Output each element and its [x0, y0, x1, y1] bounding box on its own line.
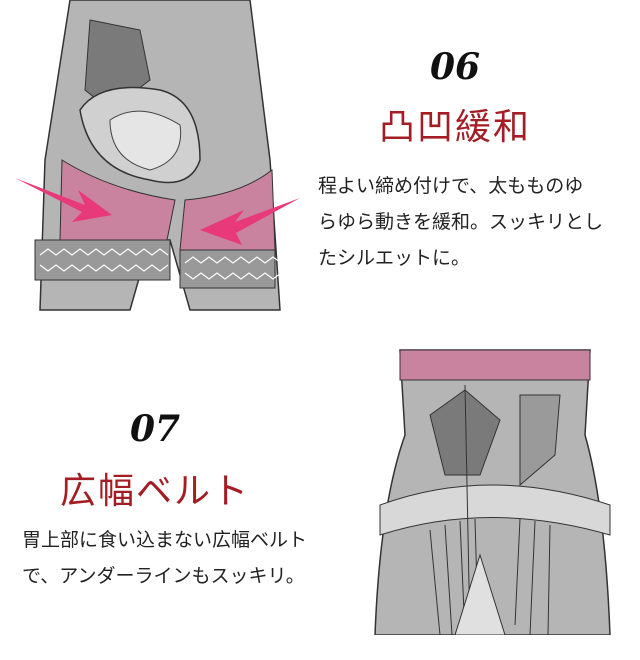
wide-belt — [399, 349, 591, 381]
feature-number: 07 — [129, 408, 181, 450]
description-line: らゆら動きを緩和。スッキリとし — [318, 211, 604, 233]
feature-title: 広幅ベルト — [59, 471, 250, 512]
description-line: 程よい締め付けで、太もものゆ — [318, 175, 584, 197]
feature-description: 程よい締め付けで、太もものゆ らゆら動きを緩和。スッキリとし たシルエットに。 — [318, 168, 603, 276]
description-line: たシルエットに。 — [318, 247, 471, 269]
thigh-zone-left — [59, 159, 176, 251]
feature-title: 凸凹緩和 — [378, 107, 531, 148]
arrow-left-icon — [15, 178, 112, 222]
description-line: で、アンダーラインもスッキリ。 — [22, 565, 305, 587]
feature-number: 06 — [429, 46, 481, 88]
torso-illustration — [374, 349, 611, 635]
hip-illustration — [15, 0, 300, 311]
feature-description: 胃上部に食い込まない広幅ベルト で、アンダーラインもスッキリ。 — [22, 522, 307, 594]
description-line: 胃上部に食い込まない広幅ベルト — [22, 529, 308, 551]
arrow-right-icon — [200, 198, 300, 245]
